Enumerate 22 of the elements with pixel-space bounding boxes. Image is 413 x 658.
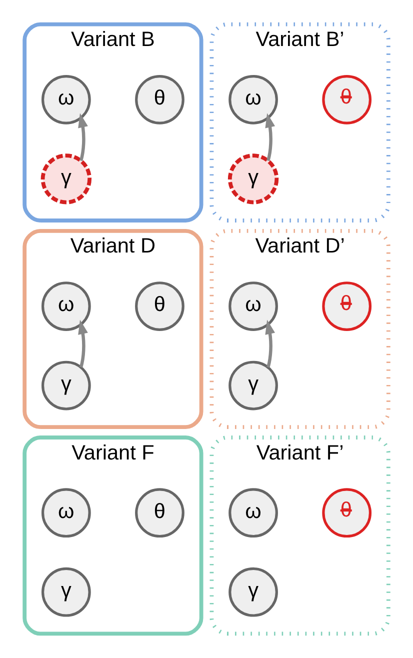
- node-circle: γ: [228, 154, 279, 204]
- arrow: [78, 113, 88, 162]
- node-circle: θ: [135, 74, 184, 124]
- node-circle: γ: [41, 567, 91, 617]
- arrow: [265, 320, 276, 368]
- node-circle: ω: [228, 282, 278, 331]
- node-circle: γ: [228, 567, 278, 617]
- arrow: [78, 320, 88, 368]
- node-circle: θ: [322, 74, 372, 124]
- node-circle: θ: [322, 488, 372, 538]
- node-circle: ω: [228, 488, 278, 538]
- node-circle: ω: [41, 282, 91, 331]
- node-circle: θ: [322, 282, 372, 331]
- node-circle: γ: [40, 154, 92, 204]
- node-circle: γ: [228, 360, 278, 410]
- node-circle: ω: [41, 74, 91, 124]
- node-circle: θ: [135, 488, 184, 538]
- node-circle: γ: [41, 360, 91, 410]
- node-circle: ω: [228, 74, 278, 124]
- arrow: [265, 113, 276, 162]
- node-circle: ω: [41, 488, 91, 538]
- node-circle: θ: [135, 282, 184, 331]
